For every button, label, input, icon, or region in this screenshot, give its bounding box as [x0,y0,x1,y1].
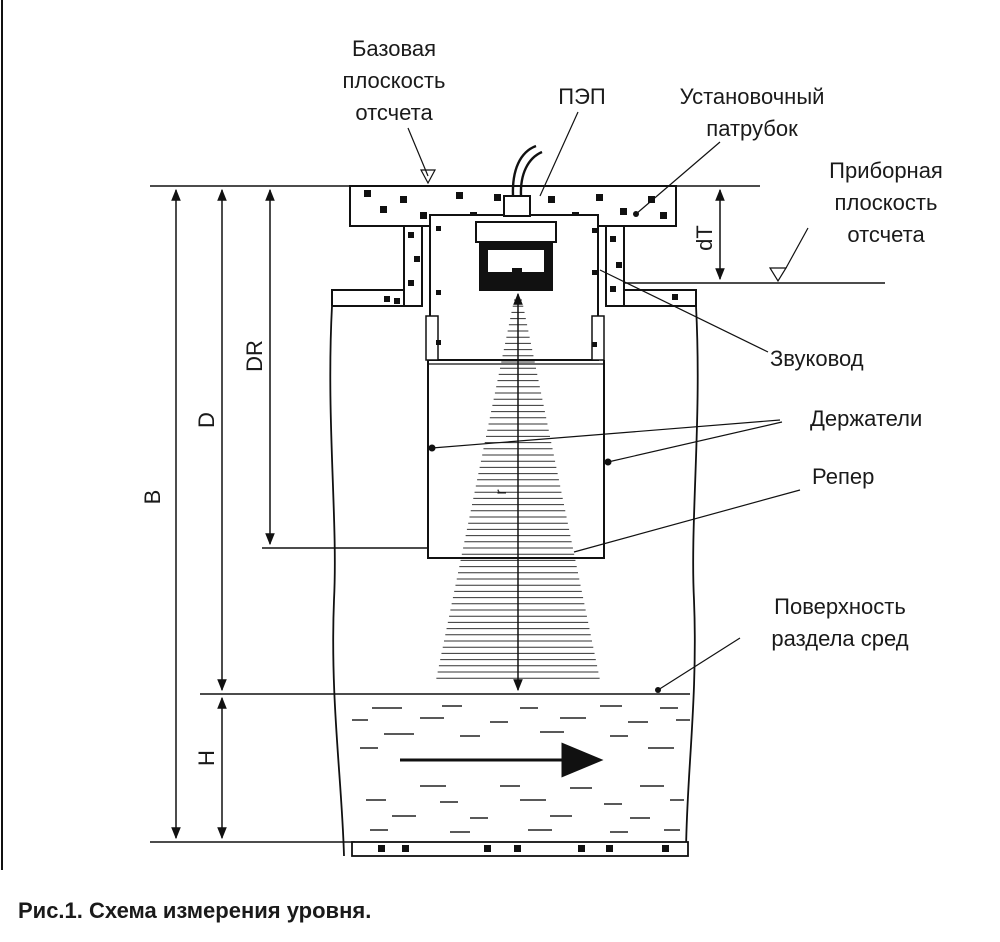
hatch-mark [548,196,555,203]
hatch-mark [408,280,414,286]
transducer-face [488,250,544,272]
hatch-mark [662,845,669,852]
label-transducer: ПЭП [558,84,605,109]
label-base-plane-2: плоскость [343,68,446,93]
leader-base-plane [407,127,429,177]
hatch-mark [610,236,616,242]
instrument-plane-leader [785,227,809,269]
label-base-plane-3: отсчета [355,100,433,125]
hatch-mark [620,208,627,215]
dim-r: r [493,489,510,495]
cable-2 [519,150,543,197]
label-base-plane-1: Базовая [352,36,436,61]
label-holders: Держатели [810,406,922,431]
bottom-hatch [378,845,669,852]
nozzle-hatch [384,232,678,304]
label-sound-guide: Звуковод [770,346,864,371]
label-nozzle-1: Установочный [680,84,825,109]
interface-dot [655,687,661,693]
leader-holder-left [431,419,781,449]
hatch-mark [394,298,400,304]
transducer-dot [512,268,522,274]
label-interface-1: Поверхность [774,594,906,619]
hatch-mark [436,340,441,345]
holder-dot-right [604,458,612,466]
hatch-mark [414,256,420,262]
dim-dT: dT [692,225,717,251]
holder-tab-left [425,315,439,361]
hatch-mark [592,228,597,233]
hatch-mark [456,192,463,199]
hatch-mark [616,262,622,268]
base-plane-marker [419,169,437,185]
hatch-mark [384,296,390,302]
hatch-mark [402,845,409,852]
hatch-mark [420,212,427,219]
pipe-wall-left [329,305,345,857]
label-nozzle-2: патрубок [706,116,798,141]
holder-tab-right [591,315,605,361]
hatch-mark [610,286,616,292]
leader-reference [573,489,801,553]
label-instrument-plane-3: отсчета [847,222,925,247]
pipe-shoulder-left [331,289,404,306]
reference-tube [427,360,605,559]
hatch-mark [408,232,414,238]
figure-caption: Рис.1. Схема измерения уровня. [18,898,371,923]
dim-H: H [194,750,219,766]
hatch-mark [400,196,407,203]
hatch-mark [378,845,385,852]
dim-DR: DR [242,340,267,372]
leader-interface [657,637,741,691]
hatch-mark [606,845,613,852]
guide-hatch [436,226,597,347]
leader-holder-right [607,421,783,463]
hatch-mark [672,294,678,300]
hatch-mark [596,194,603,201]
transducer-body [475,221,557,243]
pipe-shoulder-right [624,289,697,307]
instrument-plane-marker [768,267,788,283]
hatch-mark [494,194,501,201]
hatch-mark [660,212,667,219]
hatch-mark [436,290,441,295]
leader-nozzle [635,141,721,215]
hatch-mark [592,270,597,275]
label-instrument-plane-2: плоскость [835,190,938,215]
dim-D: D [194,412,219,428]
label-interface-2: раздела сред [771,626,908,651]
pipe-wall-right [685,305,699,857]
hatch-mark [514,845,521,852]
hatch-mark [436,226,441,231]
liquid-dashes [352,705,690,833]
label-instrument-plane-1: Приборная [829,158,943,183]
hatch-mark [364,190,371,197]
holder-dot-left [428,444,436,452]
dim-B: B [140,490,165,505]
hatch-mark [648,196,655,203]
leader-nozzle-dot [633,211,639,217]
leader-sound-guide [599,269,769,353]
cable [511,144,537,197]
hatch-mark [484,845,491,852]
hatch-mark [578,845,585,852]
leader-transducer [539,111,579,197]
label-reference: Репер [812,464,874,489]
transducer-nut [503,195,531,217]
hatch-mark [380,206,387,213]
hatch-mark [592,342,597,347]
